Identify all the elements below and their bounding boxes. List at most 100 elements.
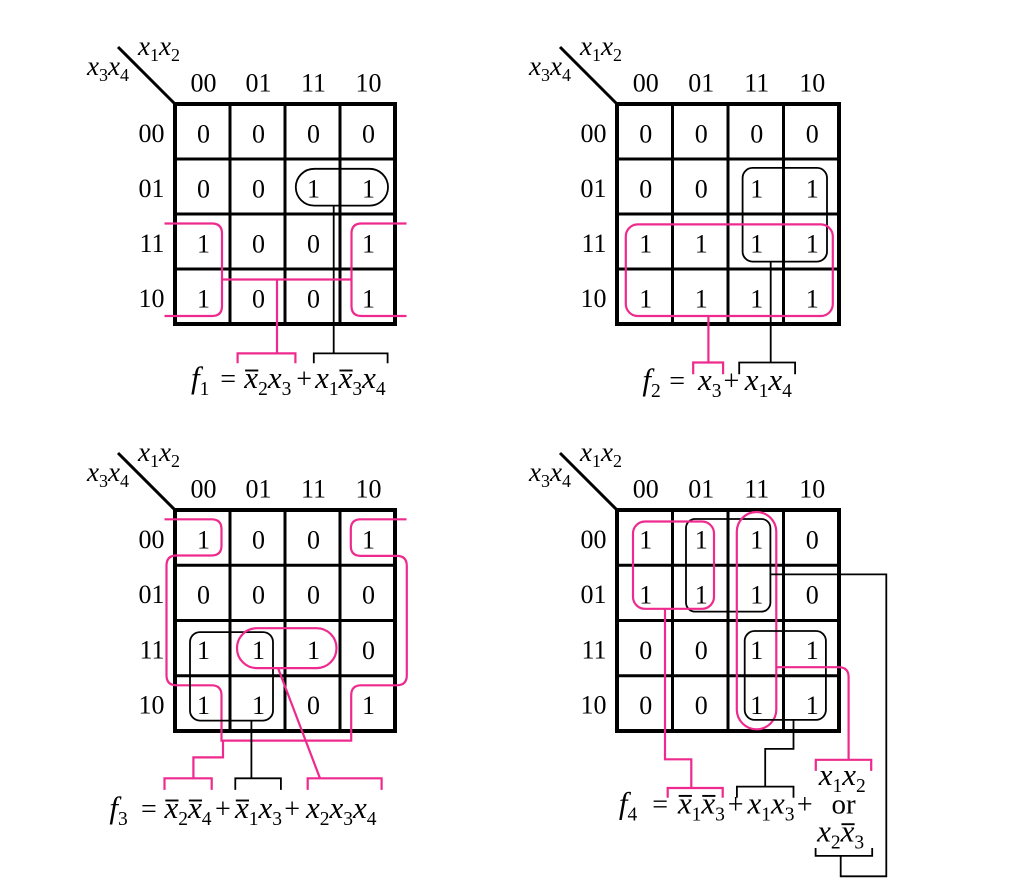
svg-text:00: 00 xyxy=(581,119,607,148)
svg-text:1: 1 xyxy=(695,284,708,313)
svg-text:1: 1 xyxy=(639,229,652,258)
svg-text:0: 0 xyxy=(639,119,652,148)
svg-text:0: 0 xyxy=(806,525,819,554)
svg-text:11: 11 xyxy=(581,635,606,664)
svg-text:1: 1 xyxy=(806,174,819,203)
svg-text:11: 11 xyxy=(301,69,326,98)
svg-text:0: 0 xyxy=(695,691,708,720)
svg-text:+: + xyxy=(284,794,300,825)
svg-text:01: 01 xyxy=(581,580,607,609)
svg-text:=: = xyxy=(220,364,236,395)
svg-text:1: 1 xyxy=(197,691,210,720)
svg-text:1: 1 xyxy=(307,636,320,665)
svg-text:1: 1 xyxy=(197,525,210,554)
svg-text:11: 11 xyxy=(301,475,326,504)
svg-text:+: + xyxy=(797,789,813,820)
svg-text:0: 0 xyxy=(252,284,265,313)
svg-text:1: 1 xyxy=(362,284,375,313)
svg-text:1: 1 xyxy=(750,284,763,313)
svg-text:01: 01 xyxy=(688,69,714,98)
svg-text:11: 11 xyxy=(581,229,606,258)
svg-text:0: 0 xyxy=(252,119,265,148)
svg-text:1: 1 xyxy=(750,581,763,610)
svg-text:11: 11 xyxy=(139,229,164,258)
svg-text:0: 0 xyxy=(252,229,265,258)
svg-text:1: 1 xyxy=(806,691,819,720)
svg-text:0: 0 xyxy=(197,119,210,148)
svg-text:0: 0 xyxy=(639,691,652,720)
svg-text:0: 0 xyxy=(252,525,265,554)
svg-text:00: 00 xyxy=(191,475,217,504)
svg-text:10: 10 xyxy=(799,69,825,98)
svg-text:1: 1 xyxy=(695,525,708,554)
svg-text:1: 1 xyxy=(362,174,375,203)
svg-text:1: 1 xyxy=(362,229,375,258)
svg-text:00: 00 xyxy=(581,525,607,554)
svg-text:0: 0 xyxy=(307,229,320,258)
svg-text:x1x2: x1x2 xyxy=(818,757,866,797)
svg-text:10: 10 xyxy=(356,475,382,504)
svg-text:0: 0 xyxy=(362,636,375,665)
svg-text:01: 01 xyxy=(581,174,607,203)
svg-text:1: 1 xyxy=(750,636,763,665)
svg-text:1: 1 xyxy=(197,636,210,665)
svg-text:10: 10 xyxy=(139,284,165,313)
svg-text:x1x2: x1x2 xyxy=(137,437,180,471)
svg-text:0: 0 xyxy=(806,119,819,148)
svg-text:0: 0 xyxy=(695,636,708,665)
svg-text:01: 01 xyxy=(688,475,714,504)
svg-text:+: + xyxy=(728,789,744,820)
svg-text:0: 0 xyxy=(252,581,265,610)
svg-text:11: 11 xyxy=(139,635,164,664)
svg-text:1: 1 xyxy=(695,581,708,610)
svg-text:10: 10 xyxy=(581,284,607,313)
svg-text:1: 1 xyxy=(639,525,652,554)
svg-text:1: 1 xyxy=(639,581,652,610)
svg-text:0: 0 xyxy=(307,525,320,554)
svg-text:=: = xyxy=(669,366,685,397)
svg-text:1: 1 xyxy=(362,691,375,720)
svg-text:01: 01 xyxy=(139,580,165,609)
svg-text:+: + xyxy=(296,364,312,395)
svg-text:00: 00 xyxy=(139,119,165,148)
svg-text:x3x4: x3x4 xyxy=(86,51,129,85)
svg-text:1: 1 xyxy=(197,284,210,313)
svg-text:10: 10 xyxy=(581,691,607,720)
svg-text:0: 0 xyxy=(307,691,320,720)
svg-text:1: 1 xyxy=(750,691,763,720)
svg-text:0: 0 xyxy=(639,636,652,665)
svg-text:1: 1 xyxy=(252,691,265,720)
svg-text:1: 1 xyxy=(750,174,763,203)
svg-text:1: 1 xyxy=(639,284,652,313)
svg-text:1: 1 xyxy=(307,174,320,203)
svg-text:+: + xyxy=(724,366,740,397)
svg-text:0: 0 xyxy=(362,581,375,610)
svg-text:0: 0 xyxy=(750,119,763,148)
svg-text:x2x3x4: x2x3x4 xyxy=(305,790,377,830)
svg-text:=: = xyxy=(652,789,668,820)
svg-text:x2x4: x2x4 xyxy=(164,790,212,830)
svg-text:01: 01 xyxy=(246,69,272,98)
svg-text:1: 1 xyxy=(252,636,265,665)
svg-text:x1x3x4: x1x3x4 xyxy=(314,360,386,400)
svg-text:0: 0 xyxy=(639,174,652,203)
svg-text:or: or xyxy=(832,788,857,820)
svg-text:0: 0 xyxy=(252,174,265,203)
svg-text:0: 0 xyxy=(307,581,320,610)
svg-text:0: 0 xyxy=(695,174,708,203)
svg-text:10: 10 xyxy=(139,691,165,720)
svg-text:0: 0 xyxy=(695,119,708,148)
svg-text:1: 1 xyxy=(806,636,819,665)
svg-text:=: = xyxy=(141,794,157,825)
svg-text:1: 1 xyxy=(806,229,819,258)
svg-text:11: 11 xyxy=(744,69,769,98)
svg-text:+: + xyxy=(215,794,231,825)
svg-text:1: 1 xyxy=(695,229,708,258)
svg-text:0: 0 xyxy=(362,119,375,148)
svg-text:11: 11 xyxy=(744,475,769,504)
svg-text:00: 00 xyxy=(633,69,659,98)
svg-text:00: 00 xyxy=(139,525,165,554)
svg-text:01: 01 xyxy=(246,475,272,504)
svg-text:x3x4: x3x4 xyxy=(86,457,129,491)
svg-text:01: 01 xyxy=(139,174,165,203)
